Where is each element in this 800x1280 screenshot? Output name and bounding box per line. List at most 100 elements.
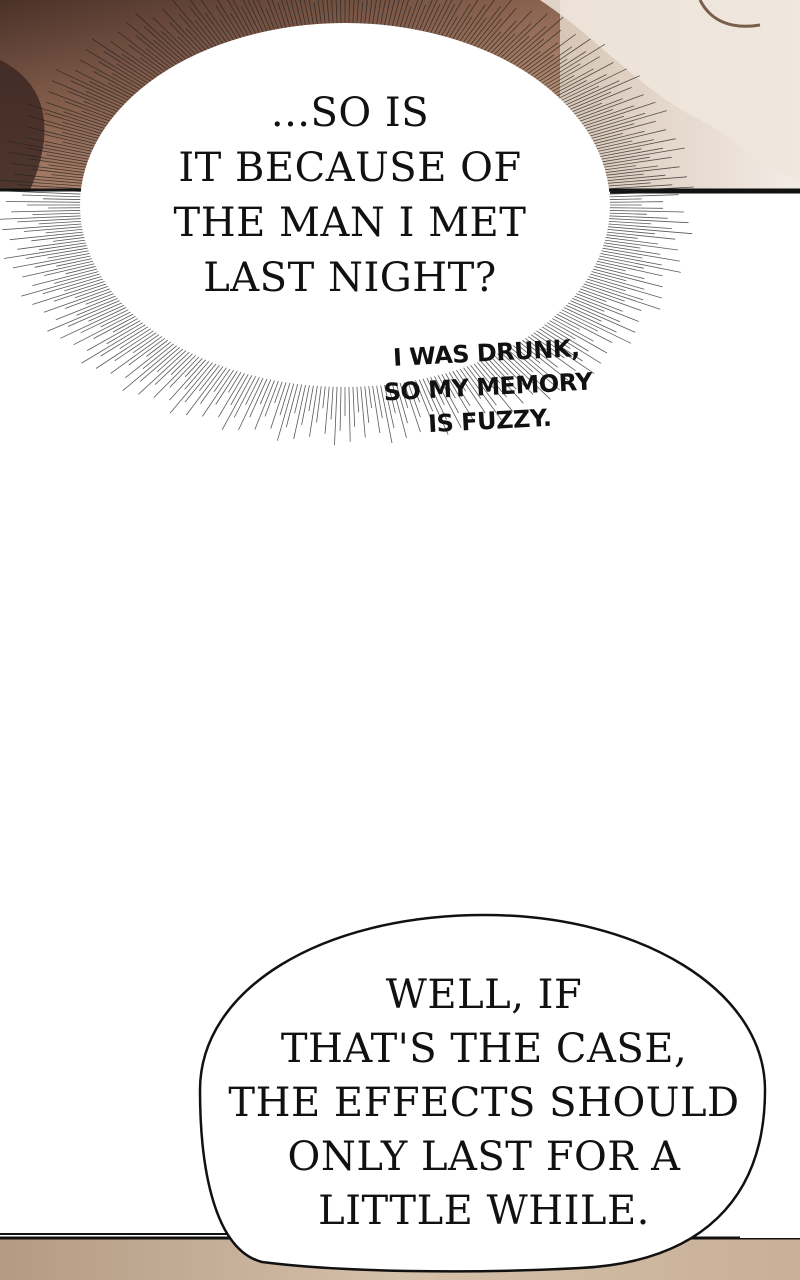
hatch-line bbox=[352, 383, 356, 427]
hatch-line bbox=[240, 6, 258, 38]
hatch-line bbox=[387, 380, 396, 414]
hatch-line bbox=[245, 373, 262, 405]
hatch-line bbox=[589, 130, 645, 146]
hatch-line bbox=[0, 215, 86, 220]
hatch-line bbox=[586, 120, 656, 141]
hatch-line bbox=[200, 364, 230, 404]
hatch-line bbox=[279, 379, 292, 416]
hatch-line bbox=[599, 165, 637, 171]
hatch-line bbox=[277, 379, 296, 441]
hatch-line bbox=[100, 323, 153, 357]
hatch-line bbox=[219, 19, 237, 44]
hatch-line bbox=[198, 361, 223, 392]
hatch-line bbox=[559, 305, 617, 333]
hatch-line bbox=[44, 112, 108, 133]
hatch-line bbox=[567, 296, 605, 312]
hatch-line bbox=[277, 2, 288, 32]
hatch-line bbox=[604, 191, 658, 195]
hatch-line bbox=[450, 367, 467, 392]
hatch-line bbox=[125, 21, 181, 68]
hatch-line bbox=[604, 201, 664, 203]
hatch-line bbox=[106, 319, 148, 345]
hatch-line bbox=[494, 350, 526, 381]
hatch-line bbox=[598, 241, 641, 249]
hatch-line bbox=[85, 291, 119, 305]
hatch-line bbox=[424, 4, 441, 36]
hatch-line bbox=[89, 81, 133, 103]
hatch-line bbox=[471, 360, 514, 412]
hatch-line bbox=[184, 357, 213, 390]
hatch-line bbox=[46, 102, 113, 126]
hatch-line bbox=[391, 0, 400, 30]
hatch-line bbox=[601, 166, 680, 177]
hatch-line bbox=[64, 277, 108, 292]
hatch-line bbox=[603, 186, 694, 193]
hatch-line bbox=[545, 75, 575, 93]
hatch-line bbox=[604, 215, 668, 219]
hatch-line bbox=[598, 156, 672, 169]
hatch-line bbox=[453, 366, 486, 414]
hatch-line bbox=[128, 44, 169, 75]
hatch-line bbox=[34, 254, 96, 268]
hatch-line bbox=[464, 17, 487, 47]
hatch-line bbox=[86, 317, 145, 351]
hatch-line bbox=[110, 333, 166, 374]
hatch-line bbox=[563, 300, 636, 333]
hatch-line bbox=[491, 352, 534, 395]
hatch-line bbox=[453, 16, 473, 44]
hatch-line bbox=[153, 352, 199, 398]
hatch-line bbox=[322, 0, 326, 28]
hatch-line bbox=[184, 360, 219, 403]
hatch-line bbox=[142, 340, 178, 370]
hatch-line bbox=[457, 365, 482, 399]
hatch-line bbox=[316, 382, 323, 423]
hatch-line bbox=[589, 264, 645, 280]
hatch-line bbox=[590, 129, 667, 148]
hatch-line bbox=[537, 323, 602, 364]
hatch-line bbox=[294, 380, 303, 414]
hatch-line bbox=[185, 28, 209, 54]
hatch-line bbox=[577, 284, 625, 302]
hatch-line bbox=[38, 220, 87, 225]
hatch-line bbox=[406, 378, 421, 418]
hatch-line bbox=[600, 236, 658, 245]
hatch-line bbox=[139, 57, 166, 77]
hatch-line bbox=[119, 325, 155, 349]
hatch-line bbox=[110, 41, 163, 79]
hatch-line bbox=[14, 173, 88, 182]
hatch-line bbox=[477, 7, 517, 53]
hatch-line bbox=[60, 305, 131, 339]
hatch-line bbox=[435, 371, 459, 414]
hatch-line bbox=[375, 0, 382, 28]
hatch-line bbox=[398, 379, 409, 409]
hatch-line bbox=[394, 0, 405, 31]
hatch-line bbox=[575, 286, 642, 311]
hatch-line bbox=[565, 91, 612, 112]
hatch-line bbox=[85, 48, 150, 89]
hatch-line bbox=[295, 0, 303, 30]
hatch-line bbox=[402, 378, 421, 433]
hatch-line bbox=[537, 43, 606, 87]
hatch-line bbox=[331, 0, 334, 27]
hatch-line bbox=[409, 0, 423, 33]
hatch-line bbox=[134, 12, 190, 63]
hatch-line bbox=[93, 313, 140, 339]
hatch-line bbox=[340, 0, 342, 27]
hatch-line bbox=[26, 147, 94, 161]
hatch-line bbox=[85, 90, 127, 110]
hatch-line bbox=[170, 350, 196, 375]
hatch-line bbox=[56, 257, 97, 267]
hatch-line bbox=[52, 236, 90, 242]
hatch-line bbox=[595, 148, 642, 158]
hatch-line bbox=[547, 315, 594, 342]
hatch-line bbox=[487, 10, 533, 57]
hatch-line bbox=[162, 8, 206, 55]
hatch-line bbox=[348, 0, 350, 27]
hatch-line bbox=[7, 140, 95, 158]
hatch-line bbox=[202, 366, 237, 417]
hatch-line bbox=[554, 309, 599, 332]
hatch-line bbox=[557, 307, 632, 344]
hatch-line bbox=[93, 71, 140, 97]
hatch-line bbox=[143, 26, 187, 65]
hatch-line bbox=[213, 365, 233, 393]
